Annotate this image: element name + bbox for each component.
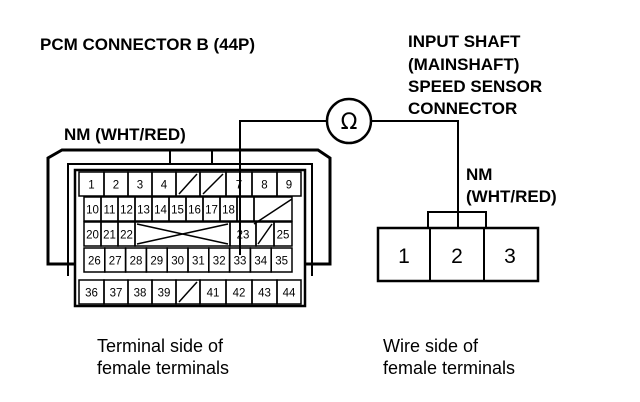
wire-label-right-line-2: (WHT/RED) <box>466 187 557 206</box>
terminal-number: 2 <box>113 180 119 192</box>
terminal-number: 27 <box>109 256 122 268</box>
terminal-number: 17 <box>205 205 218 217</box>
wire-label-left: NM (WHT/RED) <box>64 125 186 144</box>
terminal-number: 13 <box>137 205 150 217</box>
test-lead-left <box>239 120 326 255</box>
connector-face <box>73 168 307 308</box>
terminal-number: 32 <box>213 256 226 268</box>
terminal-number: 18 <box>222 205 235 217</box>
terminal-number: 21 <box>103 230 116 242</box>
terminal-number: 38 <box>134 288 147 300</box>
test-lead-right <box>372 120 459 227</box>
terminal-number: 23 <box>237 230 250 242</box>
terminal-number: 1 <box>88 180 94 192</box>
wire-label-right-line-1: NM <box>466 165 492 184</box>
terminal-number: 10 <box>86 205 99 217</box>
terminal-number: 33 <box>234 256 247 268</box>
blanked-terminal-slash <box>178 281 198 303</box>
ohmmeter-circle <box>325 97 373 145</box>
terminal-number: 39 <box>158 288 171 300</box>
terminal-number: 41 <box>207 288 220 300</box>
sensor-pin-2: 2 <box>451 245 463 268</box>
terminal-number: 14 <box>154 205 167 217</box>
terminal-number: 35 <box>275 256 288 268</box>
terminal-number: 4 <box>161 180 168 192</box>
terminal-number: 8 <box>261 180 267 192</box>
caption-left-line-2: female terminals <box>97 358 229 378</box>
blanked-terminal-slash <box>202 173 224 195</box>
terminal-number: 26 <box>88 256 101 268</box>
sensor-connector-body <box>376 226 540 283</box>
terminal-number: 3 <box>137 180 143 192</box>
terminal-number: 7 <box>236 180 242 192</box>
terminal-number: 20 <box>86 230 99 242</box>
terminal-number: 25 <box>277 230 290 242</box>
terminal-number: 22 <box>120 230 133 242</box>
ohmmeter-symbol: Ω <box>341 110 358 135</box>
terminal-number: 34 <box>254 256 267 268</box>
terminal-number: 42 <box>233 288 246 300</box>
terminal-number: 11 <box>104 205 116 217</box>
blanked-terminal-slash <box>257 223 273 245</box>
sensor-connector: 1 2 3 <box>376 211 540 283</box>
terminal-cell <box>276 279 302 305</box>
terminal-cell <box>270 247 293 273</box>
terminal-number: 36 <box>85 288 98 300</box>
blanked-terminal-slash <box>253 198 293 225</box>
terminal-number: 43 <box>258 288 271 300</box>
terminal-number: 12 <box>120 205 133 217</box>
terminal-number: 29 <box>150 256 163 268</box>
terminal-number: 30 <box>171 256 184 268</box>
connector-lock-tab <box>169 149 213 165</box>
caption-left-line-1: Terminal side of <box>97 336 224 356</box>
terminal-number: 9 <box>286 180 292 192</box>
sensor-title-line-2: (MAINSHAFT) <box>408 55 519 74</box>
caption-right-line-1: Wire side of <box>383 336 479 356</box>
terminal-number: 16 <box>188 205 201 217</box>
terminal-number: 44 <box>283 288 296 300</box>
terminal-number: 28 <box>130 256 143 268</box>
sensor-pin-1: 1 <box>398 245 410 268</box>
terminal-cell <box>253 196 293 222</box>
caption-right-line-2: female terminals <box>383 358 515 378</box>
terminal-number: 37 <box>110 288 123 300</box>
sensor-title-line-3: SPEED SENSOR <box>408 77 542 96</box>
terminal-number: 31 <box>192 256 205 268</box>
sensor-pin-3: 3 <box>504 245 516 268</box>
blocked-area-cross <box>136 223 229 245</box>
terminal-cell <box>276 171 302 197</box>
blanked-terminal-slash <box>178 173 198 195</box>
sensor-title-line-4: CONNECTOR <box>408 99 517 118</box>
sensor-title-line-1: INPUT SHAFT <box>408 32 521 51</box>
terminal-number: 15 <box>171 205 184 217</box>
terminal-cell <box>273 221 293 247</box>
pcm-connector-title: PCM CONNECTOR B (44P) <box>40 35 255 54</box>
